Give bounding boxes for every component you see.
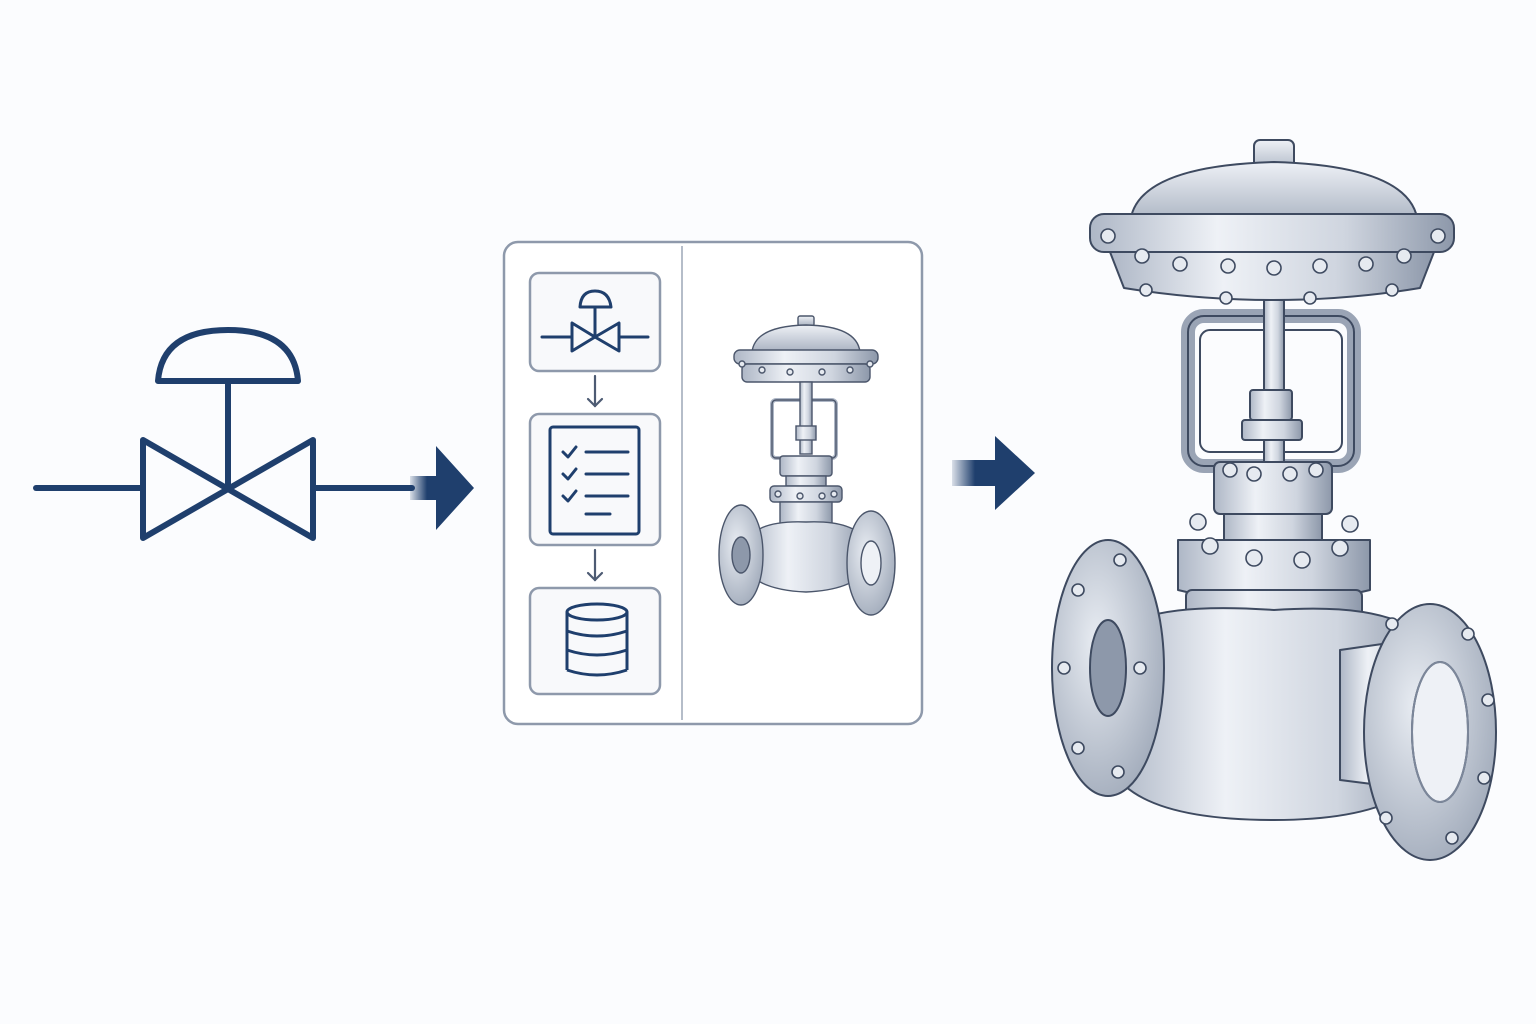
- arrow-right-icon: [410, 446, 474, 530]
- step-card-database: [528, 586, 662, 696]
- control-valve-3d-model-icon: [1051, 139, 1497, 861]
- control-valve-symbol-icon: [540, 289, 650, 353]
- control-valve-symbol-icon: [33, 327, 415, 541]
- step-card-checklist: [528, 412, 662, 547]
- step-arrow-down-icon: [586, 374, 604, 408]
- database-icon: [565, 602, 629, 677]
- checklist-icon: [548, 425, 641, 536]
- step-card-symbol: [528, 271, 662, 373]
- arrow-right-icon: [952, 436, 1035, 510]
- control-valve-3d-thumbnail-icon: [718, 315, 896, 616]
- step-arrow-down-icon: [586, 548, 604, 582]
- conversion-panel: [502, 240, 924, 726]
